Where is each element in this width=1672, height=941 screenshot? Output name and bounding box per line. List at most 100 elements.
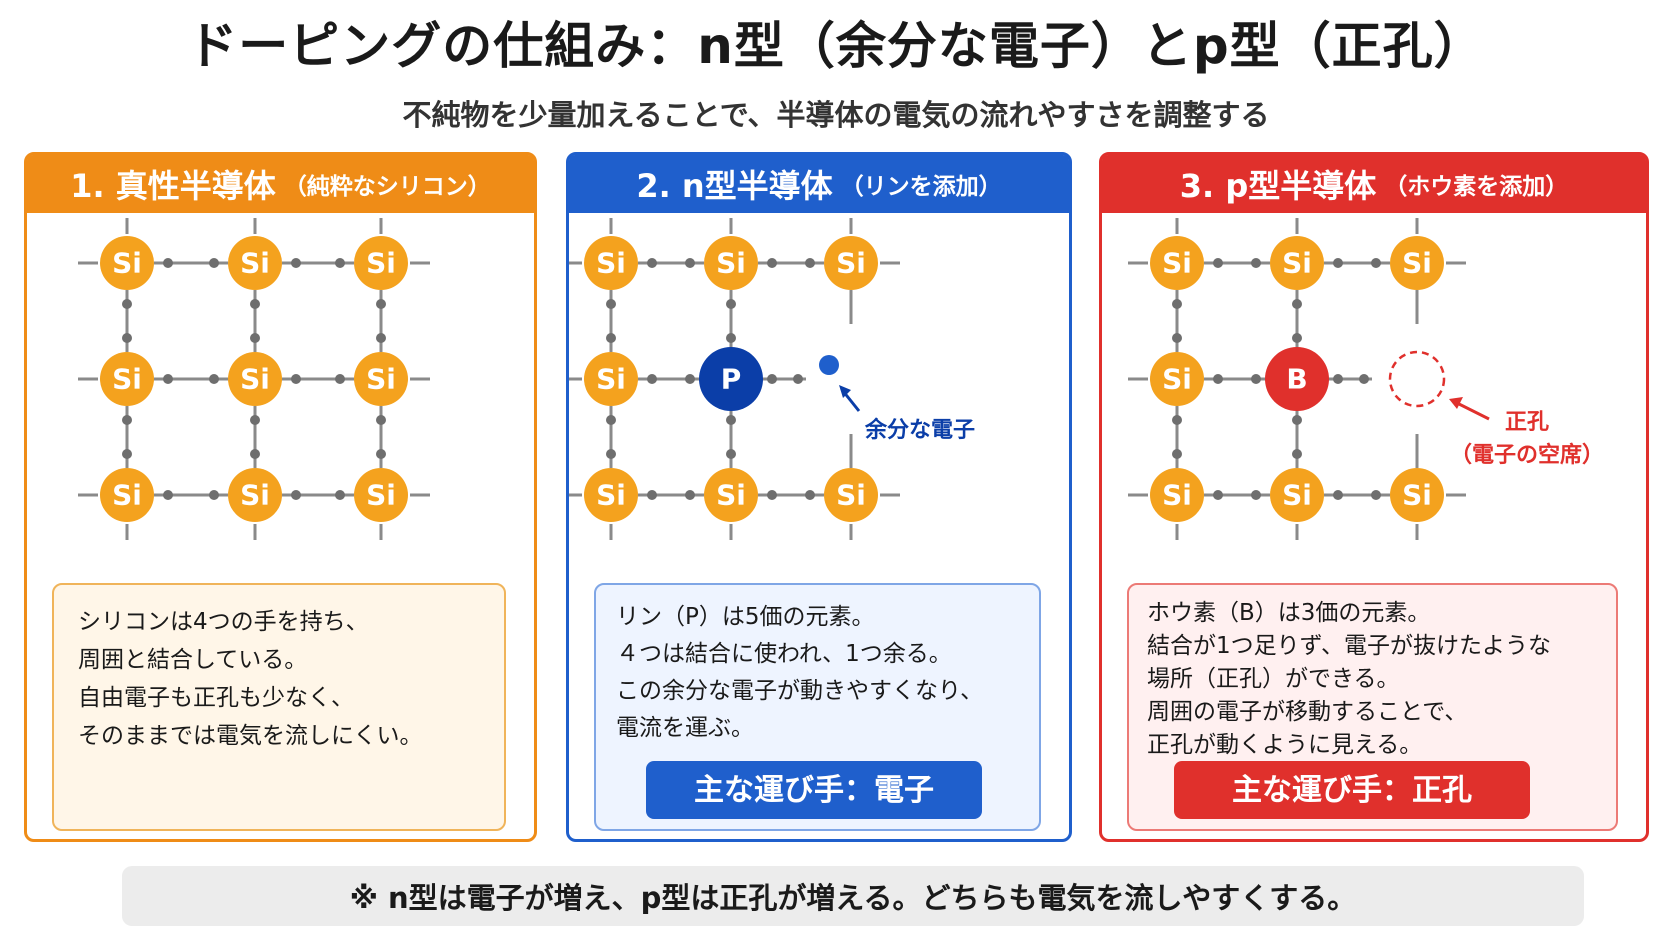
bond-electron	[1213, 258, 1223, 268]
atom-symbol: Si	[366, 363, 396, 396]
bond-electron	[606, 415, 616, 425]
bond-electron	[1292, 299, 1302, 309]
bond-electron	[1371, 258, 1381, 268]
atom-symbol: Si	[366, 479, 396, 512]
phosphorus-atom	[699, 347, 763, 411]
silicon-atom	[704, 236, 758, 290]
silicon-atom	[100, 468, 154, 522]
panel-heading: 2. n型半導体	[636, 167, 833, 205]
bond-electron	[291, 374, 301, 384]
bond-electron	[793, 374, 803, 384]
silicon-atom	[824, 236, 878, 290]
description-line: そのままでは電気を流しにくい。	[78, 723, 423, 749]
bond-electron	[291, 490, 301, 500]
silicon-atom	[1390, 236, 1444, 290]
bond-electron	[1251, 258, 1261, 268]
bond-electron	[606, 299, 616, 309]
panel-header-n-type: 2. n型半導体 （リンを添加）	[569, 155, 1069, 213]
boron-atom	[1265, 347, 1329, 411]
bond-electron	[685, 258, 695, 268]
description-box: リン（P）は5価の元素。 ４つは結合に使われ、1つ余る。 この余分な電子が動きや…	[594, 583, 1041, 831]
atom-symbol: P	[721, 363, 742, 396]
bond-electron	[250, 415, 260, 425]
bond-electron	[1172, 299, 1182, 309]
silicon-atom	[354, 352, 408, 406]
bond-electron	[1172, 415, 1182, 425]
bond-electron	[606, 449, 616, 459]
atom-symbol: Si	[366, 247, 396, 280]
silicon-atom	[1150, 236, 1204, 290]
bond-electron	[767, 490, 777, 500]
description-line: 電流を運ぶ。	[616, 715, 754, 741]
panel-header-p-type: 3. p型半導体 （ホウ素を添加）	[1102, 155, 1646, 213]
bond-electron	[291, 258, 301, 268]
bond-electron	[163, 490, 173, 500]
bond-electron	[335, 258, 345, 268]
bond-electron	[163, 374, 173, 384]
atom-symbol: B	[1286, 363, 1307, 396]
bond-electron	[685, 490, 695, 500]
description-line: リン（P）は5価の元素。	[616, 604, 875, 630]
arrow-icon	[839, 385, 851, 398]
atom-symbol: Si	[240, 479, 270, 512]
bond-electron	[376, 449, 386, 459]
bond-electron	[1213, 374, 1223, 384]
bond-electron	[250, 333, 260, 343]
bond-electron	[250, 449, 260, 459]
page-subtitle: 不純物を少量加えることで、半導体の電気の流れやすさを調整する	[402, 98, 1270, 132]
silicon-atom	[100, 236, 154, 290]
description-line: ホウ素（B）は3価の元素。	[1147, 600, 1431, 626]
atom-symbol: Si	[1402, 479, 1432, 512]
atom-symbol: Si	[1162, 363, 1192, 396]
description-line: 場所（正孔）ができる。	[1147, 666, 1400, 692]
bond-electron	[209, 374, 219, 384]
bond-electron	[122, 333, 132, 343]
bond-electron	[1359, 374, 1369, 384]
bond-electron	[376, 415, 386, 425]
atom-symbol: Si	[1162, 247, 1192, 280]
bond-electron	[726, 449, 736, 459]
description-line: 自由電子も正孔も少なく、	[78, 685, 354, 711]
atom-symbol: Si	[836, 247, 866, 280]
extra-electron-label: 余分な電子	[864, 417, 975, 443]
bond-electron	[606, 333, 616, 343]
bond-dot-group	[122, 258, 386, 500]
silicon-atom	[1270, 236, 1324, 290]
silicon-atom	[228, 468, 282, 522]
atom-symbol: Si	[596, 247, 626, 280]
bond-electron	[685, 374, 695, 384]
panel-heading: 3. p型半導体	[1179, 167, 1377, 205]
footnote-bar: ※ n型は電子が増え、p型は正孔が増える。どちらも電気を流しやすくする。	[122, 866, 1584, 926]
bond-electron	[1292, 333, 1302, 343]
bond-electron	[376, 299, 386, 309]
page-title: ドーピングの仕組み：n型（余分な電子）とp型（正孔）	[187, 17, 1485, 75]
bond-electron	[250, 299, 260, 309]
panel-heading-sub: （リンを添加）	[840, 174, 1002, 200]
bond-electron	[726, 333, 736, 343]
bond-electron	[647, 258, 657, 268]
bond-electron	[1251, 490, 1261, 500]
panel-header-intrinsic: 1. 真性半導体 （純粋なシリコン）	[27, 155, 534, 213]
bond-electron	[1172, 449, 1182, 459]
atom-symbol: Si	[240, 363, 270, 396]
bond-electron	[335, 490, 345, 500]
bond-electron	[726, 415, 736, 425]
silicon-atom	[584, 236, 638, 290]
silicon-atom	[1390, 468, 1444, 522]
bond-electron	[122, 449, 132, 459]
description-line: 正孔が動くように見える。	[1147, 732, 1423, 758]
bond-electron	[647, 490, 657, 500]
atom-symbol: Si	[596, 479, 626, 512]
bond-dot-group	[606, 258, 815, 500]
atom-symbol: Si	[1402, 247, 1432, 280]
silicon-atom	[228, 352, 282, 406]
bond-dot-group	[1172, 258, 1381, 500]
bond-electron	[1292, 449, 1302, 459]
atom-symbol: Si	[716, 247, 746, 280]
